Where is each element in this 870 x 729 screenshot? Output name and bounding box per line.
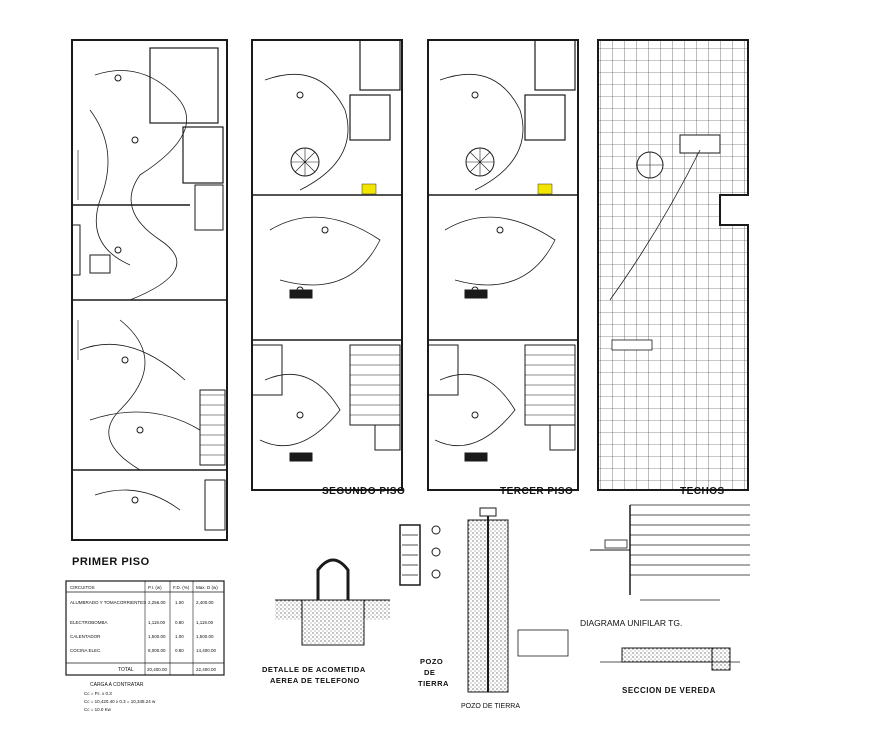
unifilar-title: DIAGRAMA UNIFILAR TG.	[580, 618, 682, 628]
pozo-label-line: TIERRA	[418, 679, 449, 688]
table-cell: 1,119.00	[148, 620, 166, 625]
table-cell: 0.80	[175, 620, 184, 625]
table-col-fd: F.D. (%)	[173, 585, 190, 590]
carga-line: Cc = 10.0 Kw	[84, 707, 112, 712]
acometida-subtitle: AEREA DE TELEFONO	[270, 676, 360, 685]
table-col-pi: P.I. (w)	[148, 585, 162, 590]
table-total-label: TOTAL	[118, 667, 134, 673]
table-row: CALENTADOR 1,500.00 1.00 1,500.00	[70, 634, 214, 639]
plan-title-primer-piso: PRIMER PISO	[72, 556, 150, 568]
table-cell: 1,500.00	[148, 634, 166, 639]
pozo-caption: POZO DE TIERRA	[461, 703, 520, 710]
carga-title: CARGA A CONTRATAR	[90, 682, 144, 688]
pozo-label-line: DE	[424, 668, 435, 677]
table-cell: 2,256.00	[148, 600, 166, 605]
table-cell: ALUMBRADO Y TOMACORRIENTES	[70, 600, 146, 605]
table-cell: 1.00	[175, 600, 184, 605]
table-cell: 1.00	[175, 634, 184, 639]
acometida-title: DETALLE DE ACOMETIDA	[262, 665, 366, 674]
table-cell: 2,400.00	[196, 600, 214, 605]
table-cell: 0.80	[175, 648, 184, 653]
pozo-label-line: POZO	[420, 657, 443, 666]
highlight-segundo-piso	[361, 183, 377, 195]
load-table: CIRCUITOS P.I. (w) F.D. (%) Max. D (w) A…	[65, 580, 225, 676]
table-cell: ELECTROBOMBA	[70, 620, 108, 625]
unifilar-diagram	[590, 504, 750, 601]
carga-line: Cc = 10,420.40 x 0.3 = 10,348.24 w	[84, 699, 156, 704]
detail-vereda	[600, 647, 740, 671]
table-cell: 1,500.00	[196, 634, 214, 639]
table-cell: 8,000.00	[148, 648, 166, 653]
plan-techos	[597, 39, 749, 491]
plan-tercer-piso	[427, 39, 579, 491]
detail-acometida	[275, 558, 390, 646]
table-total-max: 22,400.00	[196, 667, 217, 672]
detail-pozo-tierra	[399, 507, 569, 693]
table-col-maxd: Max. D (w)	[196, 585, 218, 590]
table-row: ELECTROBOMBA 1,119.00 0.80 1,119.00	[70, 620, 214, 625]
table-row: COCINA ELEC. 8,000.00 0.80 14,400.00	[70, 648, 217, 653]
plan-title-techos: TECHOS	[680, 486, 725, 497]
table-cell: COCINA ELEC.	[70, 648, 102, 653]
table-cell: 14,400.00	[196, 648, 217, 653]
highlight-tercer-piso	[537, 183, 553, 195]
vereda-title: SECCION DE VEREDA	[622, 686, 716, 695]
table-row: ALUMBRADO Y TOMACORRIENTES 2,256.00 1.00…	[70, 600, 214, 605]
plan-segundo-piso	[251, 39, 403, 491]
plan-primer-piso	[71, 39, 228, 541]
plan-title-segundo-piso: SEGUNDO PISO	[322, 486, 405, 497]
table-cell: 1,119.00	[196, 620, 214, 625]
table-total-pi: 20,400.00	[147, 667, 168, 672]
table-col-circuitos: CIRCUITOS	[70, 585, 95, 590]
carga-line: Cc = P.I. x 0.3	[84, 691, 112, 696]
plan-title-tercer-piso: TERCER PISO	[500, 486, 573, 497]
table-cell: CALENTADOR	[70, 634, 101, 639]
